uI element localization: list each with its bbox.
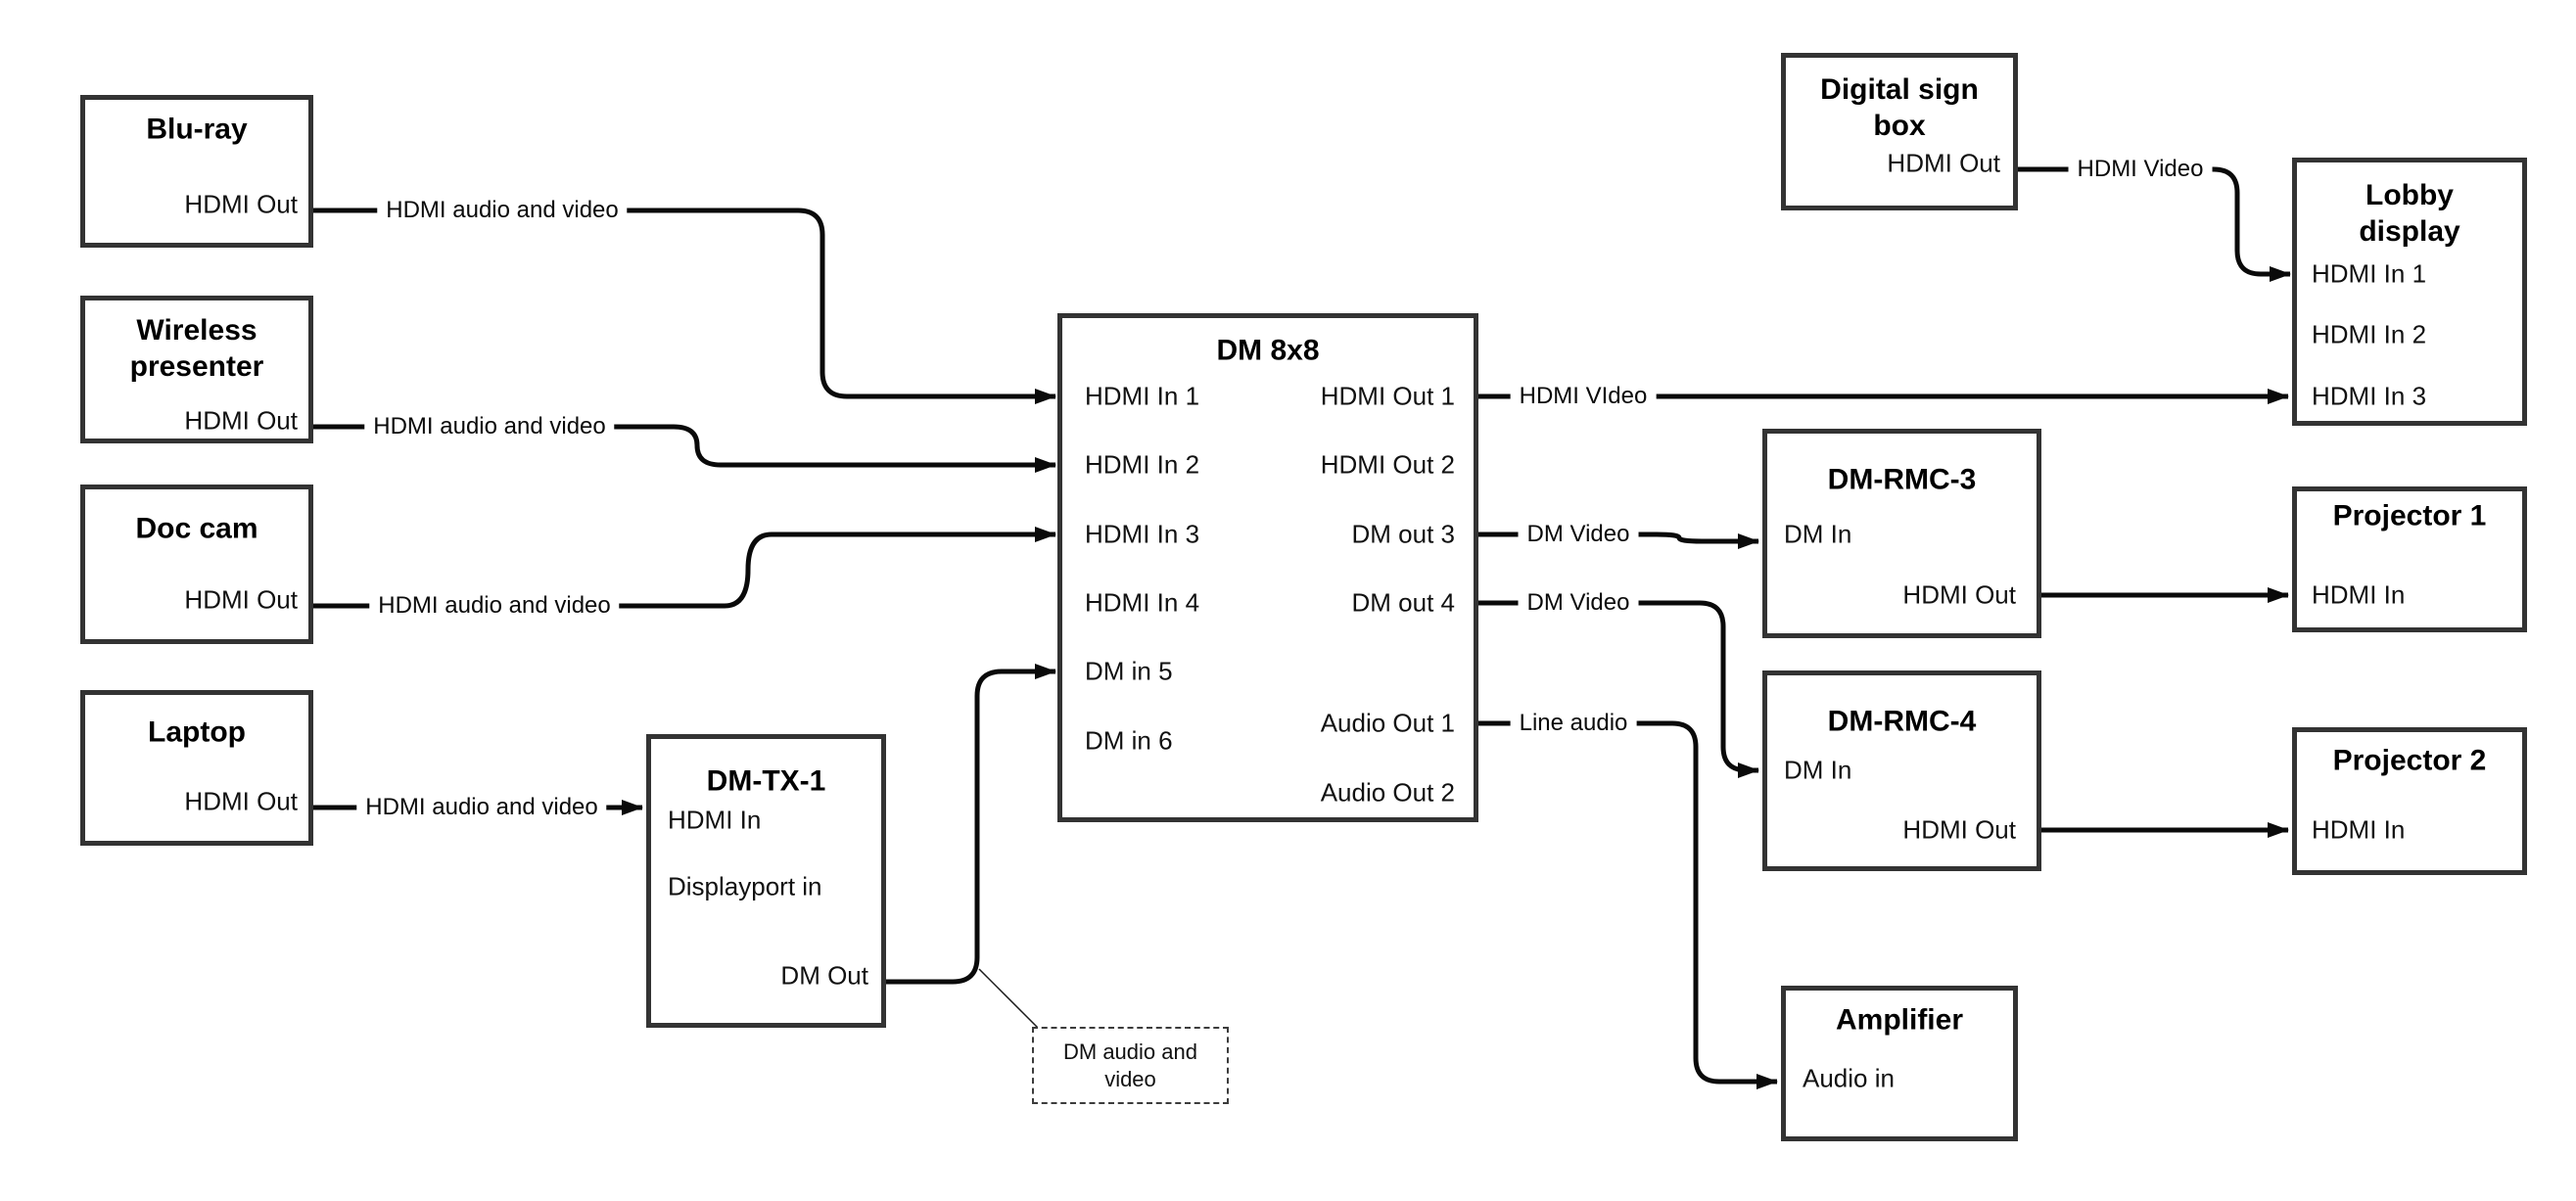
dm8x8-port-dm-in-5: DM in 5	[1085, 656, 1173, 686]
dm8x8-port-hdmi-out-2: HDMI Out 2	[1320, 449, 1455, 480]
box-rmc4	[1762, 670, 2041, 871]
wire-wireless-to-dm8x8-in2	[313, 424, 1056, 473]
doccam-title: Doc cam	[135, 512, 258, 545]
rmc4-port-dm-in: DM In	[1784, 755, 1852, 785]
dm8x8-port-dm-out-3: DM out 3	[1351, 519, 1456, 549]
bluray-port-hdmi-out: HDMI Out	[184, 189, 298, 219]
edge-label-digital-sign: HDMI Video	[2068, 155, 2213, 184]
wireless-title: Wireless presenter	[80, 312, 313, 385]
lobby-title: Lobby display	[2292, 177, 2527, 250]
edge-label-doccam: HDMI audio and video	[369, 591, 620, 621]
projector2-title: Projector 2	[2332, 744, 2487, 777]
wireless-title-line1: Wireless	[136, 314, 258, 346]
lobby-port-hdmi-in-3: HDMI In 3	[2312, 381, 2427, 411]
box-digital-sign	[1781, 53, 2018, 210]
lobby-port-hdmi-in-1: HDMI In 1	[2312, 258, 2427, 289]
wire-doccam-to-dm8x8-in3	[313, 527, 1056, 609]
wire-digitalsign-to-lobby-in1	[2018, 166, 2291, 282]
digital-sign-title-line1: Digital sign	[1820, 73, 1979, 106]
rmc3-port-dm-in: DM In	[1784, 519, 1852, 549]
box-laptop	[80, 690, 313, 846]
lobby-port-hdmi-in-2: HDMI In 2	[2312, 319, 2427, 349]
wire-dm8x8-out4-to-rmc4	[1478, 600, 1759, 778]
wire-bluray-to-dm8x8-in1	[313, 208, 1056, 404]
wireless-title-line2: presenter	[129, 350, 264, 383]
wireless-port-hdmi-out: HDMI Out	[184, 405, 298, 436]
projector1-title: Projector 1	[2332, 499, 2487, 532]
edge-label-audio-out1: Line audio	[1510, 709, 1637, 738]
dm8x8-port-hdmi-in-3: HDMI In 3	[1085, 519, 1200, 549]
rmc4-port-hdmi-out: HDMI Out	[1902, 814, 2016, 845]
edge-label-laptop: HDMI audio and video	[356, 793, 607, 822]
dm8x8-port-hdmi-in-1: HDMI In 1	[1085, 381, 1200, 411]
wire-dm8x8-audio1-to-amplifier	[1478, 720, 1778, 1089]
note-callout-line	[978, 968, 1041, 1031]
bluray-title: Blu-ray	[146, 113, 248, 146]
dmtx1-port-dm-out: DM Out	[780, 960, 868, 991]
box-rmc3	[1762, 429, 2041, 638]
edge-label-bluray: HDMI audio and video	[377, 196, 628, 225]
wire-dmtx1-to-dm8x8-in5	[886, 664, 1056, 985]
dm8x8-port-audio-out-1: Audio Out 1	[1320, 708, 1455, 738]
rmc4-title: DM-RMC-4	[1827, 705, 1977, 738]
box-doccam	[80, 485, 313, 644]
projector2-port-hdmi-in: HDMI In	[2312, 814, 2406, 845]
amplifier-title: Amplifier	[1835, 1003, 1964, 1037]
box-dm8x8	[1057, 313, 1478, 822]
dmtx1-title: DM-TX-1	[706, 764, 826, 798]
projector1-port-hdmi-in: HDMI In	[2312, 579, 2406, 610]
box-bluray	[80, 95, 313, 248]
box-lobby	[2292, 158, 2527, 426]
laptop-port-hdmi-out: HDMI Out	[184, 786, 298, 816]
note-text-line1: DM audio and	[1063, 1039, 1197, 1064]
edge-label-wireless: HDMI audio and video	[364, 412, 615, 441]
dmtx1-port-displayport-in: Displayport in	[668, 871, 822, 901]
lobby-title-line2: display	[2359, 215, 2460, 248]
lobby-title-line1: Lobby	[2365, 179, 2454, 211]
wire-dm8x8-out3-to-rmc3	[1478, 531, 1759, 549]
dm8x8-port-dm-out-4: DM out 4	[1351, 587, 1456, 618]
dm8x8-port-dm-in-6: DM in 6	[1085, 725, 1173, 756]
dm8x8-port-audio-out-2: Audio Out 2	[1320, 777, 1455, 808]
digital-sign-title: Digital sign box	[1781, 71, 2018, 144]
dm8x8-port-hdmi-out-1: HDMI Out 1	[1320, 381, 1455, 411]
digital-sign-port-hdmi-out: HDMI Out	[1887, 148, 2000, 178]
amplifier-port-audio-in: Audio in	[1803, 1063, 1895, 1093]
doccam-port-hdmi-out: HDMI Out	[184, 584, 298, 615]
rmc3-title: DM-RMC-3	[1827, 463, 1977, 496]
edge-label-hdmi-out1: HDMI VIdeo	[1510, 382, 1657, 411]
box-dmtx1	[646, 734, 886, 1028]
box-projector2	[2292, 727, 2527, 875]
rmc3-port-hdmi-out: HDMI Out	[1902, 579, 2016, 610]
dmtx1-port-hdmi-in: HDMI In	[668, 805, 762, 835]
laptop-title: Laptop	[148, 716, 246, 749]
box-amplifier	[1781, 986, 2018, 1141]
dm8x8-title: DM 8x8	[1216, 334, 1320, 367]
edge-label-dm-out4: DM Video	[1518, 588, 1639, 618]
edge-label-dm-out3: DM Video	[1518, 520, 1639, 549]
dm8x8-port-hdmi-in-4: HDMI In 4	[1085, 587, 1200, 618]
note-text-line2: video	[1104, 1066, 1156, 1091]
digital-sign-title-line2: box	[1873, 110, 1926, 142]
dm8x8-port-hdmi-in-2: HDMI In 2	[1085, 449, 1200, 480]
box-projector1	[2292, 486, 2527, 632]
box-wireless	[80, 296, 313, 443]
